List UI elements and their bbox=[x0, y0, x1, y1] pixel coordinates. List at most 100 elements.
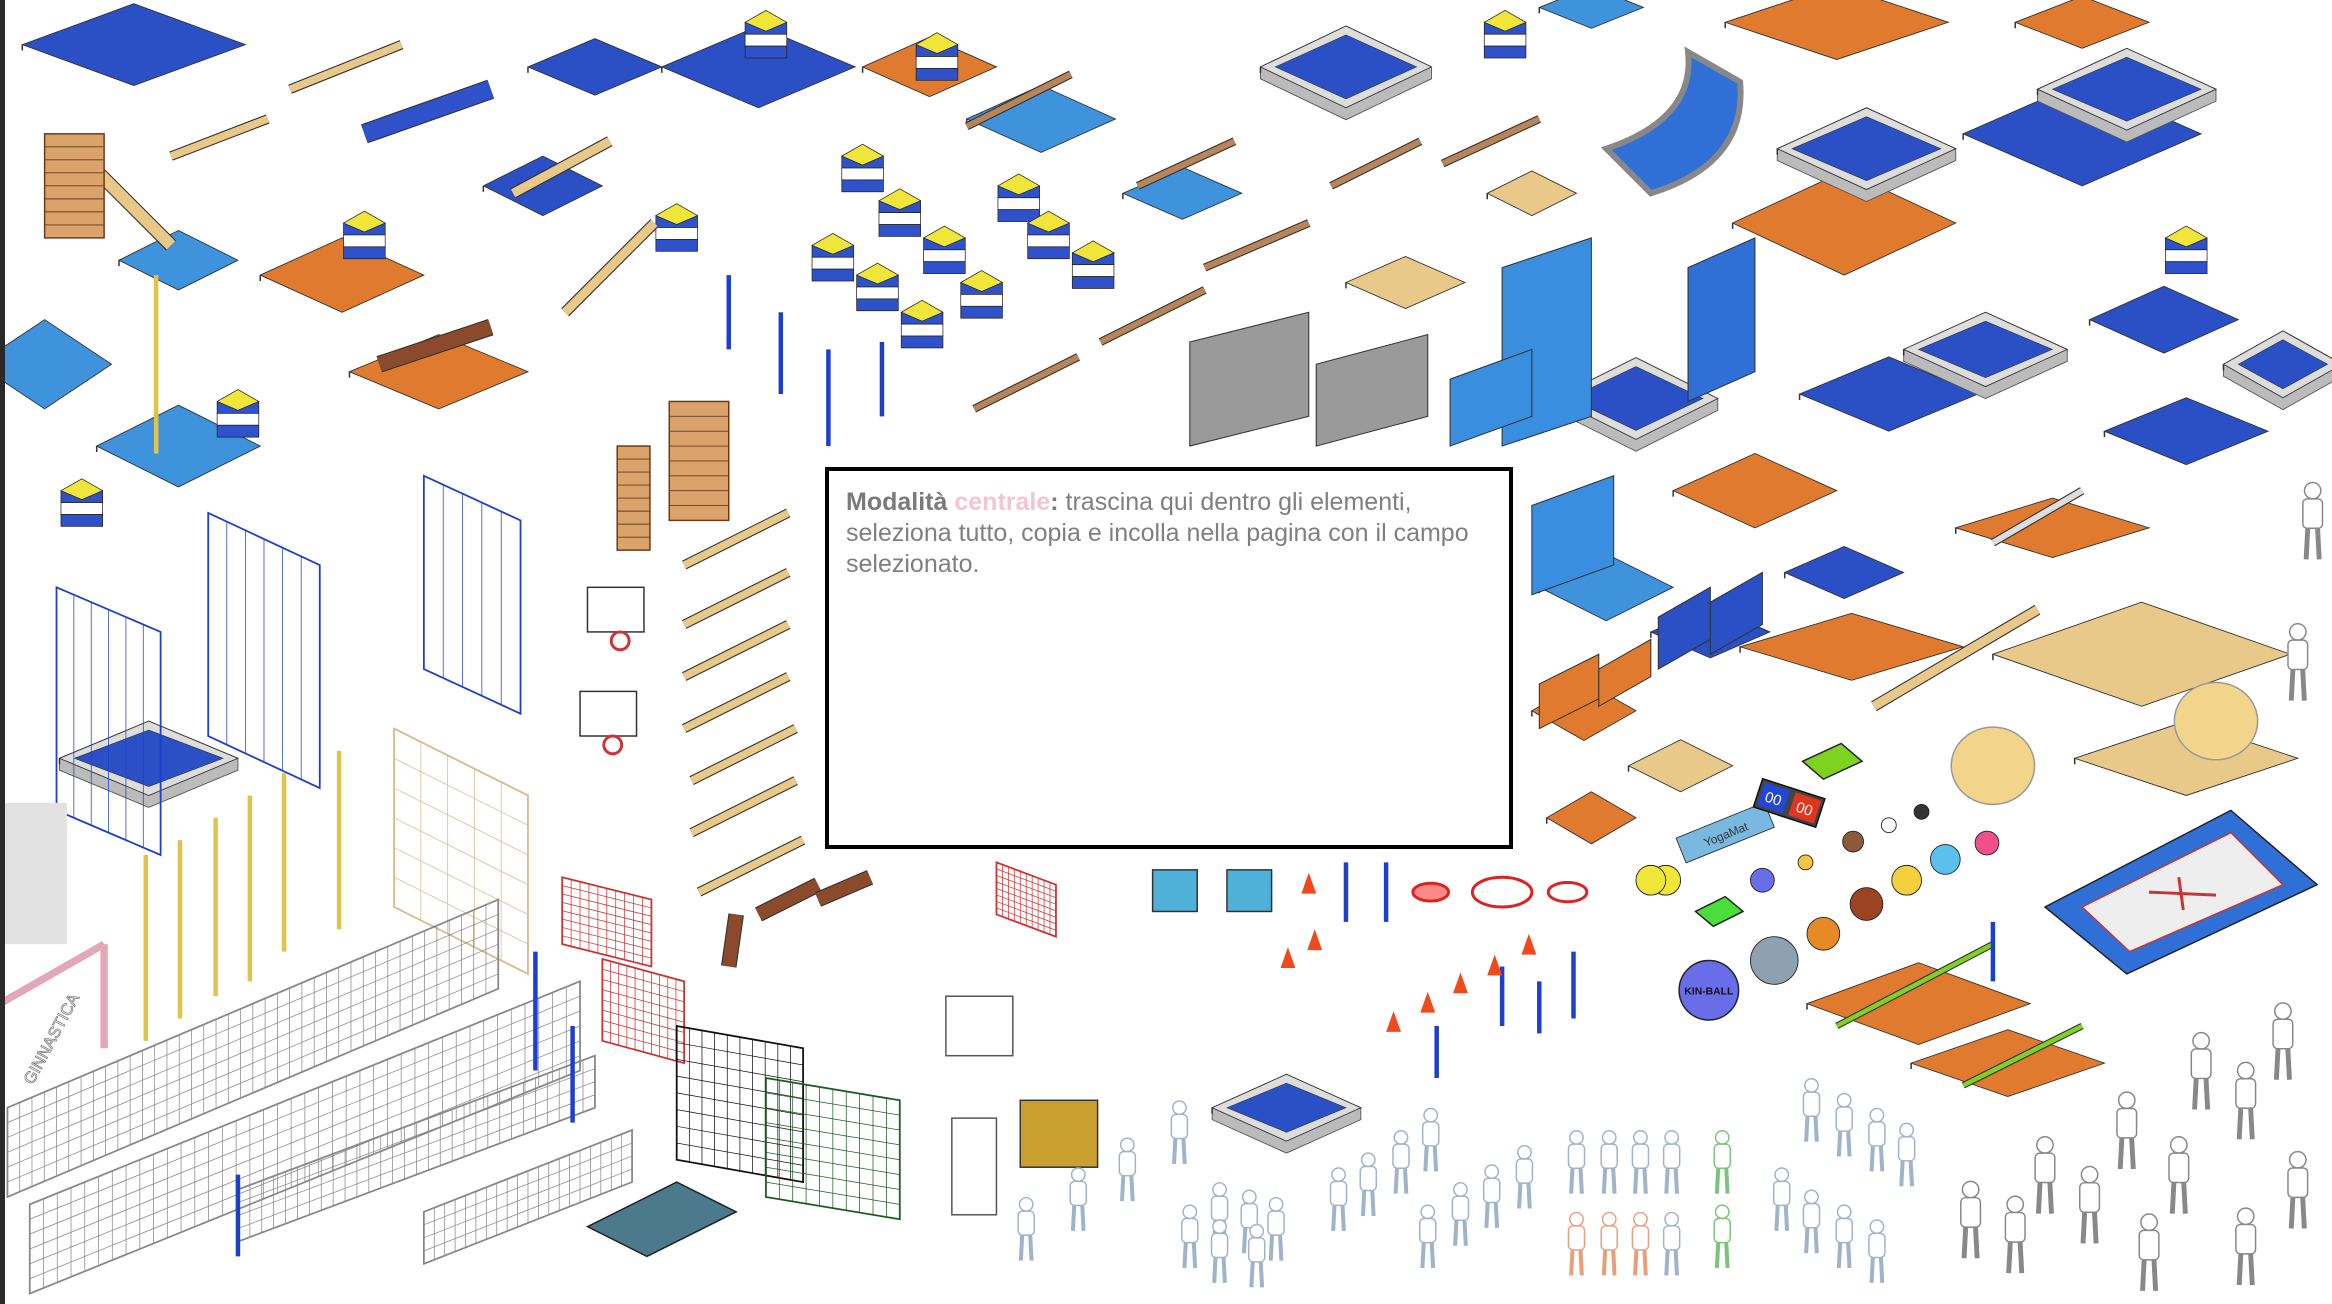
landing-pit[interactable] bbox=[58, 720, 240, 808]
floor-mat[interactable] bbox=[259, 237, 425, 313]
human-figure[interactable] bbox=[1329, 1167, 1348, 1231]
rolled-mat[interactable] bbox=[2173, 681, 2259, 761]
ball[interactable] bbox=[1806, 916, 1841, 951]
human-figure[interactable] bbox=[2138, 1213, 2160, 1292]
rolled-mat[interactable] bbox=[1950, 726, 2036, 806]
floor-mat[interactable] bbox=[1991, 601, 2292, 707]
floor-mat[interactable] bbox=[0, 319, 113, 410]
vaulting-box[interactable] bbox=[2164, 225, 2208, 274]
human-figure[interactable] bbox=[1392, 1130, 1410, 1194]
vaulting-box[interactable] bbox=[840, 143, 885, 193]
wooden-beam[interactable] bbox=[1990, 487, 2085, 547]
human-figure[interactable] bbox=[1600, 1130, 1618, 1194]
wooden-beam[interactable] bbox=[1835, 941, 1995, 1029]
volleyball-net[interactable] bbox=[422, 1128, 633, 1266]
hoop-ring[interactable] bbox=[1470, 875, 1534, 909]
floor-mat[interactable] bbox=[1545, 791, 1637, 845]
human-figure[interactable] bbox=[1482, 1164, 1501, 1228]
human-figure[interactable] bbox=[1017, 1196, 1035, 1261]
floor-mat[interactable] bbox=[1731, 170, 1957, 276]
vaulting-box[interactable] bbox=[1026, 210, 1071, 260]
wooden-beam[interactable] bbox=[755, 877, 822, 922]
human-figure[interactable] bbox=[2034, 1135, 2056, 1214]
human-figure[interactable] bbox=[1240, 1189, 1259, 1254]
floor-mat[interactable] bbox=[1538, 0, 1645, 29]
floor-mat[interactable] bbox=[1627, 739, 1734, 793]
basketball-hoop[interactable] bbox=[579, 690, 638, 756]
human-figure[interactable] bbox=[2004, 1195, 2026, 1274]
hoop-ring[interactable] bbox=[1546, 880, 1589, 904]
ball[interactable] bbox=[1750, 936, 1799, 985]
wooden-beam[interactable] bbox=[696, 835, 806, 897]
wall-panel[interactable] bbox=[1657, 586, 1711, 670]
wedge-ramp[interactable] bbox=[1600, 46, 1744, 197]
wall-bars[interactable] bbox=[616, 445, 651, 551]
human-figure[interactable] bbox=[2302, 481, 2324, 560]
human-figure[interactable] bbox=[1418, 1204, 1437, 1269]
wooden-beam[interactable] bbox=[1098, 286, 1207, 346]
floor-mat[interactable] bbox=[2103, 397, 2270, 466]
human-figure[interactable] bbox=[2116, 1091, 2138, 1170]
wall-bars[interactable] bbox=[668, 400, 730, 522]
foam-cube[interactable] bbox=[1151, 869, 1198, 913]
vaulting-box[interactable] bbox=[878, 188, 922, 237]
vaulting-box[interactable] bbox=[900, 299, 944, 349]
ping-pong-table[interactable] bbox=[585, 1181, 738, 1258]
floor-mat[interactable] bbox=[1723, 0, 1950, 60]
wooden-beam[interactable] bbox=[721, 913, 744, 968]
wooden-beam[interactable] bbox=[288, 40, 404, 94]
human-figure[interactable] bbox=[1802, 1189, 1821, 1254]
human-figure[interactable] bbox=[1960, 1180, 1982, 1259]
human-figure[interactable] bbox=[1170, 1100, 1189, 1165]
trampoline[interactable] bbox=[2043, 809, 2319, 975]
wall-panel[interactable] bbox=[1598, 638, 1652, 708]
wooden-beam[interactable] bbox=[964, 70, 1073, 131]
wooden-beam[interactable] bbox=[681, 672, 791, 733]
wall-panel[interactable] bbox=[1449, 348, 1533, 447]
cone[interactable] bbox=[1420, 991, 1436, 1013]
wall-panel[interactable] bbox=[1189, 311, 1310, 447]
wooden-beam[interactable] bbox=[681, 568, 791, 629]
scooter-board[interactable] bbox=[1694, 895, 1745, 928]
wooden-beam[interactable] bbox=[1203, 219, 1311, 272]
cone[interactable] bbox=[1307, 929, 1323, 951]
human-figure[interactable] bbox=[1802, 1077, 1821, 1142]
ball[interactable] bbox=[1880, 817, 1897, 834]
wooden-beam[interactable] bbox=[561, 219, 659, 317]
human-figure[interactable] bbox=[1662, 1211, 1681, 1276]
landing-pit[interactable] bbox=[2036, 47, 2218, 143]
vaulting-box[interactable] bbox=[997, 173, 1041, 222]
wooden-beam[interactable] bbox=[1440, 115, 1542, 168]
volleyball-net[interactable] bbox=[6, 898, 500, 1199]
light-panel[interactable] bbox=[0, 802, 67, 945]
human-figure[interactable] bbox=[2287, 1150, 2309, 1229]
floor-mat[interactable] bbox=[1738, 612, 1965, 681]
floor-mat[interactable] bbox=[660, 25, 857, 109]
ball[interactable] bbox=[1891, 864, 1922, 896]
wooden-beam[interactable] bbox=[681, 620, 791, 681]
wall-bars[interactable] bbox=[43, 133, 105, 239]
floor-mat[interactable] bbox=[1486, 170, 1578, 217]
human-figure[interactable] bbox=[1631, 1130, 1650, 1194]
vaulting-box[interactable] bbox=[342, 210, 387, 260]
human-figure[interactable] bbox=[1713, 1204, 1732, 1269]
human-figure[interactable] bbox=[1567, 1130, 1586, 1194]
human-figure[interactable] bbox=[1515, 1144, 1534, 1209]
wooden-beam[interactable] bbox=[169, 114, 270, 161]
human-figure[interactable] bbox=[1772, 1167, 1791, 1231]
human-figure[interactable] bbox=[2235, 1061, 2257, 1140]
floor-mat[interactable] bbox=[1672, 453, 1838, 529]
floor-mat[interactable] bbox=[1805, 962, 2032, 1046]
human-figure[interactable] bbox=[1181, 1204, 1199, 1269]
human-figure[interactable] bbox=[2168, 1135, 2190, 1214]
human-figure[interactable] bbox=[1359, 1152, 1378, 1217]
vaulting-box[interactable] bbox=[216, 389, 260, 438]
vaulting-box[interactable] bbox=[60, 478, 104, 527]
wooden-beam[interactable] bbox=[1871, 604, 2041, 712]
ball[interactable] bbox=[1750, 867, 1775, 893]
human-figure[interactable] bbox=[2272, 1002, 2294, 1080]
wall-panel[interactable] bbox=[1709, 571, 1763, 656]
vaulting-box[interactable] bbox=[959, 270, 1004, 319]
floor-mat[interactable] bbox=[21, 3, 247, 86]
